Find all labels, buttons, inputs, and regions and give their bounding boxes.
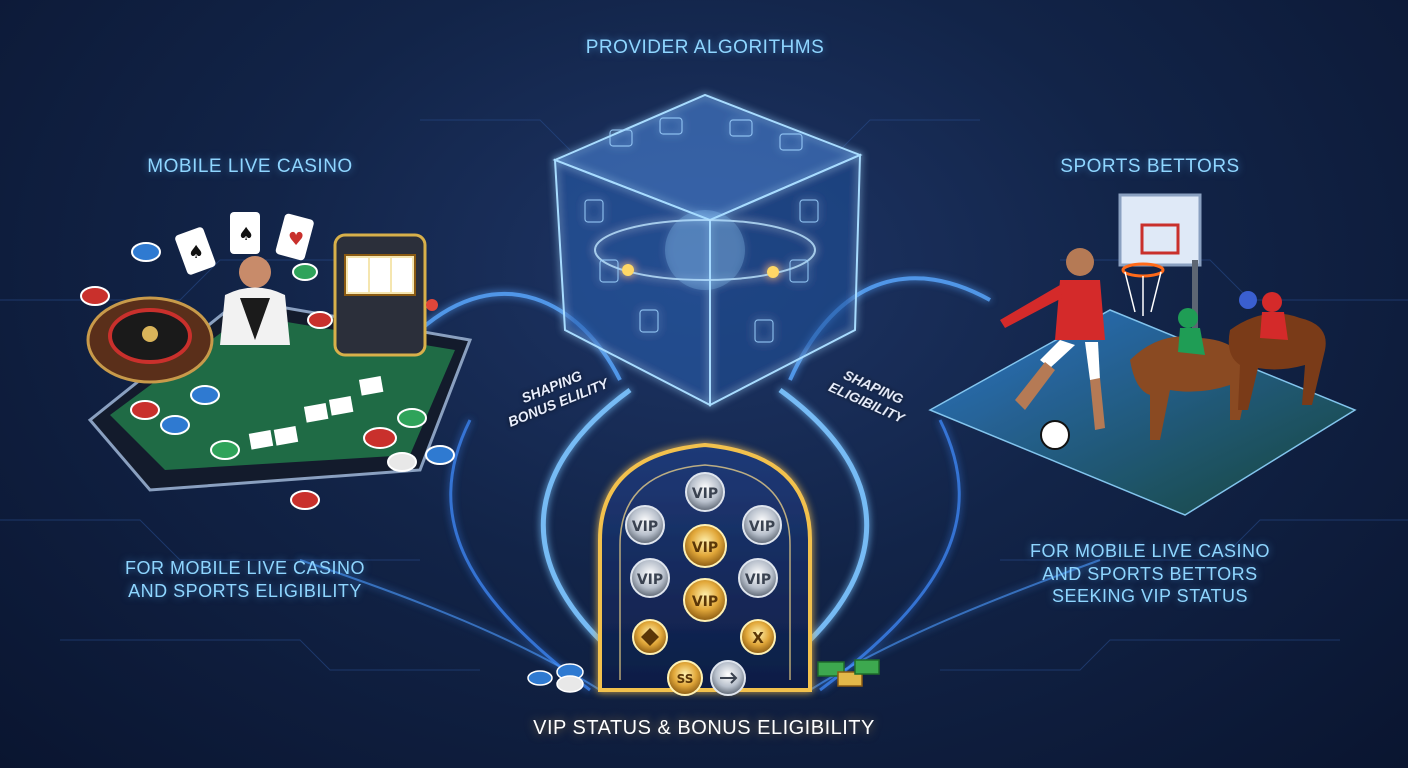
- svg-text:VIP: VIP: [637, 572, 663, 588]
- svg-text:♥: ♥: [288, 229, 304, 250]
- vip-silver-badge: VIP: [738, 558, 778, 598]
- mobile-casino-illustration: ♠ ♠ ♥: [80, 212, 473, 510]
- right-caption-line-1: FOR MOBILE LIVE CASINO: [1029, 541, 1271, 561]
- left-caption: FOR MOBILE LIVE CASINO AND SPORTS ELIGIB…: [95, 557, 395, 602]
- algorithm-cube-icon: [552, 93, 863, 407]
- vip-silver-badge: VIP: [625, 505, 665, 545]
- circuit-lines: [0, 119, 1408, 671]
- mobile-live-casino-title: MOBILE LIVE CASINO: [147, 156, 353, 177]
- x-gold-badge: X: [740, 619, 776, 655]
- bottom-chips-icon: [527, 663, 584, 693]
- svg-text:SS: SS: [677, 672, 694, 686]
- cash-stack-icon: [817, 659, 880, 687]
- svg-text:X: X: [752, 629, 764, 647]
- vip-badges: VIP VIP VIP VIP VIP VIP VIP X SS: [625, 472, 782, 696]
- vip-status-bonus-label: VIP STATUS & BONUS ELIGIBILITY: [533, 717, 875, 739]
- diamond-gold-badge: [632, 619, 668, 655]
- ss-gold-badge: SS: [667, 660, 703, 696]
- vip-silver-badge: VIP: [742, 505, 782, 545]
- svg-text:VIP: VIP: [692, 486, 718, 502]
- right-caption-line-3: SEEKING VIP STATUS: [1051, 586, 1249, 606]
- vip-silver-badge: VIP: [685, 472, 725, 512]
- vip-silver-badge: VIP: [630, 558, 670, 598]
- svg-text:♠: ♠: [188, 242, 204, 263]
- svg-text:VIP: VIP: [632, 519, 658, 535]
- sports-betting-illustration: [928, 193, 1357, 516]
- arrows-silver-badge: [710, 660, 746, 696]
- svg-text:VIP: VIP: [692, 540, 718, 556]
- vip-gold-badge: VIP: [683, 578, 727, 622]
- left-caption-line-1: FOR MOBILE LIVE CASINO: [124, 558, 366, 578]
- svg-text:♠: ♠: [238, 224, 254, 245]
- svg-text:VIP: VIP: [749, 519, 775, 535]
- right-caption-line-2: AND SPORTS BETTORS: [1042, 563, 1258, 584]
- right-caption: FOR MOBILE LIVE CASINO AND SPORTS BETTOR…: [1000, 540, 1300, 608]
- svg-text:VIP: VIP: [692, 594, 718, 610]
- sports-bettors-title: SPORTS BETTORS: [1060, 156, 1240, 177]
- vip-gold-badge: VIP: [683, 524, 727, 568]
- svg-text:VIP: VIP: [745, 572, 771, 588]
- left-caption-line-2: AND SPORTS ELIGIBILITY: [128, 580, 362, 601]
- provider-algorithms-label: PROVIDER ALGORITHMS: [585, 37, 825, 58]
